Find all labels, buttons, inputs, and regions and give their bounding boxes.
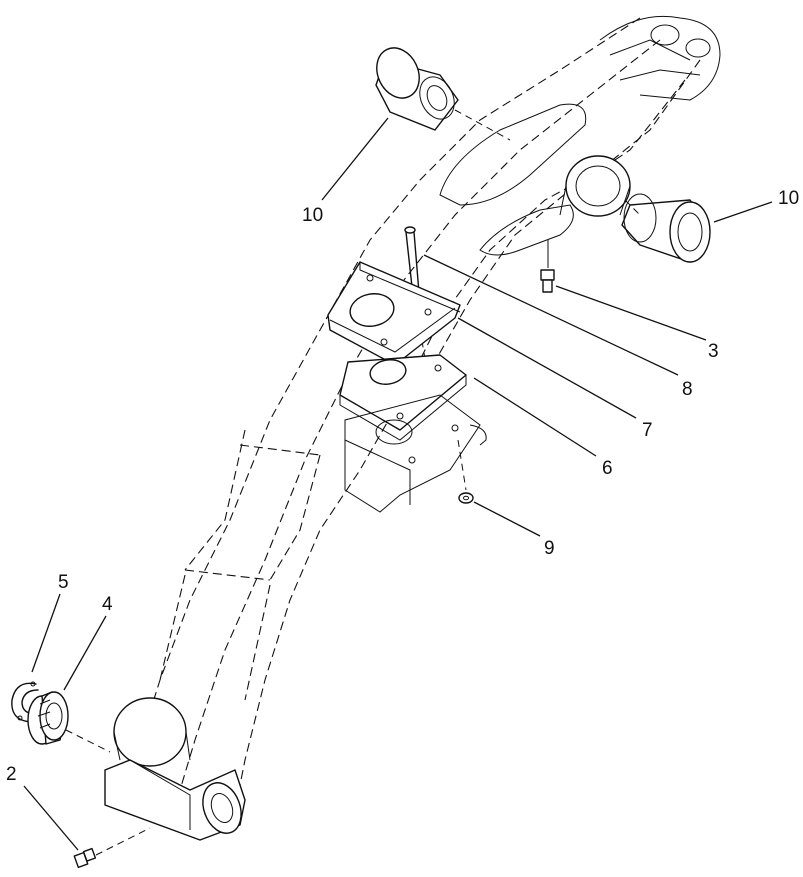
callout-6: 6 — [602, 458, 613, 479]
grease-fitting-upper — [540, 240, 555, 293]
callout-7: 7 — [642, 420, 653, 441]
callout-8: 8 — [682, 379, 693, 400]
plate-part-6 — [339, 354, 467, 441]
callout-4: 4 — [102, 594, 113, 615]
leader-6 — [473, 377, 597, 457]
leader-10-left — [321, 117, 389, 201]
leader-2 — [23, 785, 79, 851]
arm-pivot-boss — [559, 155, 631, 217]
arm-upper-slot — [439, 103, 587, 256]
bushing-upper-left — [375, 47, 459, 131]
arm-top-clevis — [599, 15, 721, 101]
leader-10-right — [713, 201, 773, 223]
loader-arm-frame — [134, 17, 701, 811]
bushing-right — [621, 193, 711, 263]
callout-9: 9 — [544, 538, 555, 559]
leader-4 — [63, 615, 107, 691]
callout-10-left: 10 — [302, 205, 323, 226]
callout-5: 5 — [58, 572, 69, 593]
arm-bracket — [344, 394, 487, 513]
callout-2: 2 — [6, 764, 17, 785]
grease-fitting-lower — [73, 827, 151, 869]
leader-9 — [473, 501, 541, 537]
plate-part-7 — [327, 261, 461, 366]
washer-part-9 — [458, 492, 474, 504]
callout-10-right: 10 — [778, 188, 799, 209]
leader-5 — [31, 593, 61, 673]
leader-7 — [457, 317, 637, 419]
arm-bottom-pivot — [104, 697, 246, 841]
leader-3 — [555, 285, 707, 341]
leader-8 — [423, 254, 679, 376]
bearing-part-4 — [27, 691, 69, 745]
callout-3: 3 — [708, 341, 719, 362]
